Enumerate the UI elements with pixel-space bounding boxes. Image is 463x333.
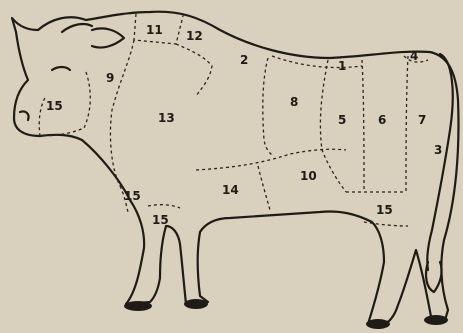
region-label-1: 1: [338, 59, 346, 73]
region-label-10: 10: [300, 169, 317, 183]
hoof-rear-right: [424, 315, 448, 325]
cut-line-flank: [258, 166, 270, 210]
region-label-14: 14: [222, 183, 239, 197]
region-label-11: 11: [146, 23, 163, 37]
region-label-4: 4: [410, 49, 418, 63]
region-label-7: 7: [418, 113, 426, 127]
hoof-rear-left: [366, 319, 390, 329]
ear: [92, 28, 124, 47]
region-label-15-shoulder: 15: [124, 189, 141, 203]
cut-line-shoulder: [110, 40, 134, 186]
region-label-15-hindshank: 15: [376, 203, 393, 217]
nostril: [20, 111, 29, 120]
cut-line-brisket: [196, 149, 346, 170]
tail: [427, 54, 453, 270]
cut-line-shank-rear: [364, 222, 408, 226]
region-label-5: 5: [338, 113, 346, 127]
region-label-9: 9: [106, 71, 114, 85]
region-label-2: 2: [240, 53, 248, 67]
hoof-front-left: [124, 301, 152, 311]
cut-line-chuck: [176, 44, 212, 96]
region-label-12: 12: [186, 29, 203, 43]
region-label-6: 6: [378, 113, 386, 127]
horn: [62, 24, 92, 32]
cut-line-rib: [263, 58, 274, 156]
region-label-8: 8: [290, 95, 298, 109]
cut-line-round: [406, 56, 408, 192]
region-label-3: 3: [434, 143, 442, 157]
cut-line-shank-knee: [148, 205, 180, 208]
cow-body-outline: [12, 12, 458, 326]
region-label-15-head: 15: [46, 99, 63, 113]
region-label-15-foreshank: 15: [152, 213, 169, 227]
region-label-13: 13: [158, 111, 175, 125]
hoof-front-right: [184, 299, 208, 309]
eye: [52, 67, 70, 70]
cut-line-rump: [362, 60, 364, 192]
